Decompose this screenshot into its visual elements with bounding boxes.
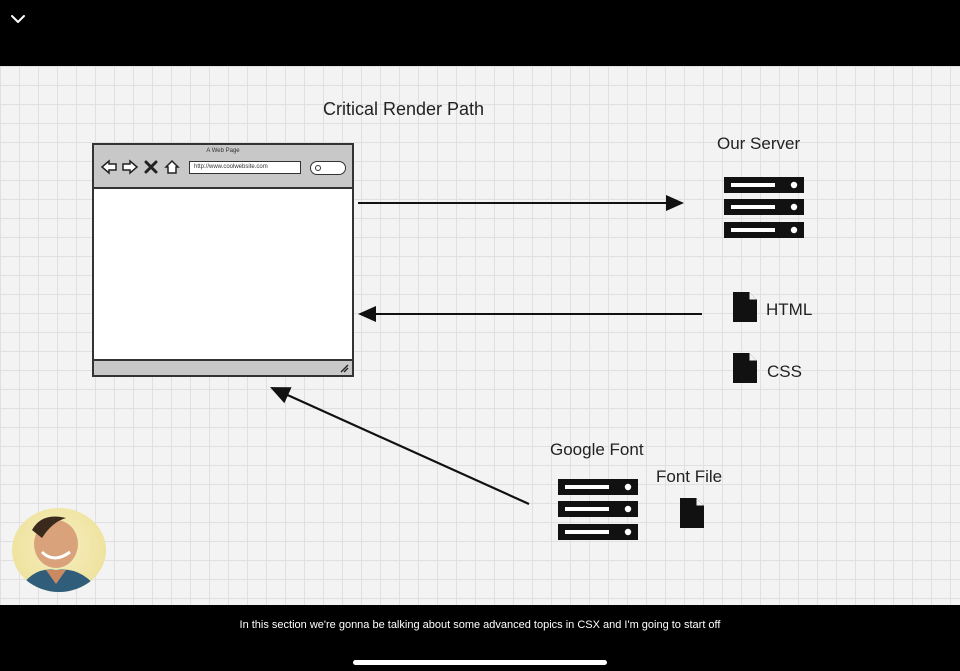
url-bar: http://www.coolwebsite.com xyxy=(189,161,301,174)
css-file-label: CSS xyxy=(767,362,802,381)
instructor-avatar xyxy=(12,508,106,592)
video-top-bar xyxy=(0,0,960,66)
instructor-portrait-illustration xyxy=(18,516,100,592)
subtitle-text: In this section we're gonna be talking a… xyxy=(239,619,721,631)
google-font-server-icon xyxy=(558,479,638,540)
caption-bar: In this section we're gonna be talking a… xyxy=(0,605,960,671)
slide-title: Critical Render Path xyxy=(323,99,485,119)
browser-nav-icons xyxy=(100,157,181,177)
close-x-icon xyxy=(144,160,158,174)
font-arrow xyxy=(269,386,530,506)
browser-search-field xyxy=(310,161,346,175)
udemy-watermark-logo xyxy=(918,589,956,601)
browser-toolbar: A Web Page http://www.coolwebsite.com xyxy=(94,145,352,189)
browser-caption: A Web Page xyxy=(206,148,240,154)
home-indicator[interactable] xyxy=(353,660,607,665)
search-icon xyxy=(315,165,321,171)
lecture-slide: Critical Render Path A Web Page http://w… xyxy=(0,66,960,605)
home-icon xyxy=(164,159,180,174)
google-font-label: Google Font xyxy=(550,440,644,459)
html-document-icon xyxy=(733,292,757,322)
resize-grip-icon xyxy=(340,364,349,373)
chevron-down-icon[interactable] xyxy=(6,8,30,30)
server-rack-icon xyxy=(724,177,804,238)
back-arrow-icon xyxy=(100,159,117,175)
font-file-document-icon xyxy=(680,498,704,528)
browser-window-illustration: A Web Page http://www.coolwebsite.com xyxy=(92,143,354,377)
forward-arrow-icon xyxy=(122,159,139,175)
browser-status-bar xyxy=(94,359,352,375)
css-document-icon xyxy=(733,353,757,383)
our-server-label: Our Server xyxy=(717,134,801,153)
html-file-label: HTML xyxy=(766,300,813,319)
flow-arrows xyxy=(269,195,702,506)
font-file-label: Font File xyxy=(656,467,723,486)
